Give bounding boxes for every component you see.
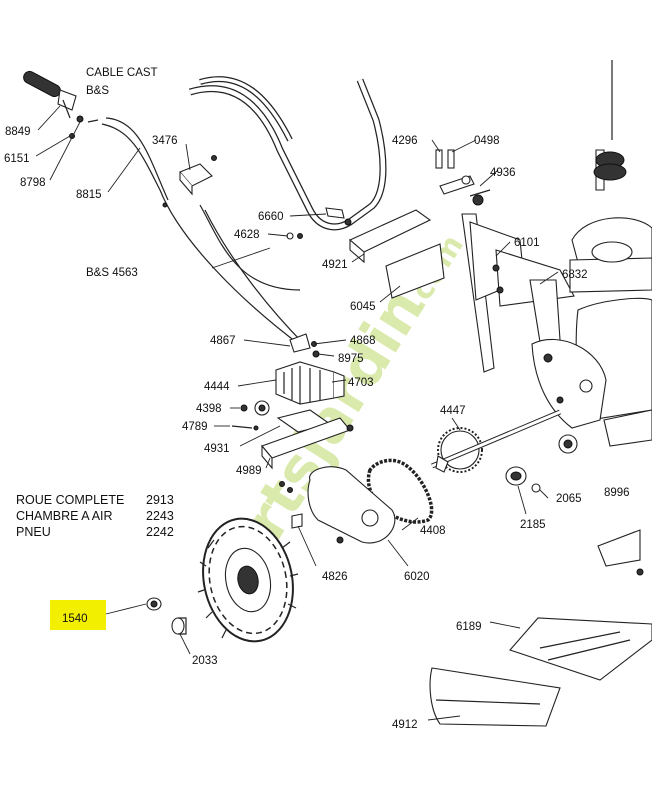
part-labels: CABLE CAST B&S 8849 6151 8798 8815 3476 … xyxy=(4,67,630,731)
label-6832: 6832 xyxy=(562,269,588,281)
label-6151: 6151 xyxy=(4,153,30,165)
label-6189: 6189 xyxy=(456,621,482,633)
label-6101: 6101 xyxy=(514,237,540,249)
bracket-4989 xyxy=(261,417,354,470)
small-parts-4826 xyxy=(279,481,303,529)
legend-row1-name: ROUE COMPLETE xyxy=(16,493,124,507)
label-4868: 4868 xyxy=(350,335,376,347)
label-8849: 8849 xyxy=(5,126,31,138)
chaincase-6020 xyxy=(307,466,396,544)
label-4398: 4398 xyxy=(196,403,222,415)
chain-4408 xyxy=(366,458,434,524)
label-2185: 2185 xyxy=(520,519,546,531)
part-3476 xyxy=(179,155,217,196)
label-1540: 1540 xyxy=(62,613,88,625)
cables xyxy=(101,117,306,346)
legend-row3-name: PNEU xyxy=(16,525,51,539)
label-6660: 6660 xyxy=(258,211,284,223)
label-4931: 4931 xyxy=(204,443,230,455)
label-6045: 6045 xyxy=(350,301,376,313)
label-4936: 4936 xyxy=(490,167,516,179)
label-4408: 4408 xyxy=(420,525,446,537)
label-8975: 8975 xyxy=(338,353,364,365)
guard-4912 xyxy=(429,667,561,727)
wheel-legend: ROUE COMPLETE 2913 CHAMBRE A AIR 2243 PN… xyxy=(16,493,174,539)
handle-tube xyxy=(188,76,387,231)
grip-8849 xyxy=(23,70,77,119)
gearbox-4703 xyxy=(254,361,345,416)
hub-parts xyxy=(146,597,187,635)
label-cable-top: CABLE CAST xyxy=(86,67,158,79)
label-4703: 4703 xyxy=(348,377,374,389)
label-8996: 8996 xyxy=(604,487,630,499)
leader-lines xyxy=(35,105,559,721)
highlight-1540 xyxy=(50,600,106,630)
wheel xyxy=(197,517,299,643)
label-4444: 4444 xyxy=(204,381,230,393)
label-6020: 6020 xyxy=(404,571,430,583)
label-8798: 8798 xyxy=(20,177,46,189)
label-3476: 3476 xyxy=(152,135,178,147)
label-4867: 4867 xyxy=(210,335,236,347)
bearing-2185 xyxy=(505,434,578,493)
label-4296: 4296 xyxy=(392,135,418,147)
bracket-right-low xyxy=(597,529,644,576)
guard-6189 xyxy=(509,617,652,681)
legend-row2-code: 2243 xyxy=(146,509,174,523)
label-cable-bs: B&S xyxy=(86,85,109,97)
plate-6045 xyxy=(385,243,445,299)
label-2065: 2065 xyxy=(556,493,582,505)
label-4628: 4628 xyxy=(234,229,260,241)
legend-row1-code: 2913 xyxy=(146,493,174,507)
label-4912: 4912 xyxy=(392,719,418,731)
label-4447: 4447 xyxy=(440,405,466,417)
label-0498: 0498 xyxy=(474,135,500,147)
label-4789: 4789 xyxy=(182,421,208,433)
pin-parts xyxy=(286,207,352,240)
legend-row3-code: 2242 xyxy=(146,525,174,539)
engine-block xyxy=(531,60,652,447)
clutch-parts xyxy=(289,333,320,358)
legend-row2-name: CHAMBRE A AIR xyxy=(16,509,113,523)
label-2033: 2033 xyxy=(192,655,218,667)
label-4826: 4826 xyxy=(322,571,348,583)
label-4921: 4921 xyxy=(322,259,348,271)
label-4989: 4989 xyxy=(236,465,262,477)
small-parts-left xyxy=(69,115,99,139)
small-parts-mid xyxy=(231,404,259,431)
frame-6832 xyxy=(461,213,575,373)
label-bs-4563: B&S 4563 xyxy=(86,267,138,279)
axle-4447 xyxy=(431,409,561,473)
bolt-parts xyxy=(435,149,491,206)
label-8815: 8815 xyxy=(76,189,102,201)
